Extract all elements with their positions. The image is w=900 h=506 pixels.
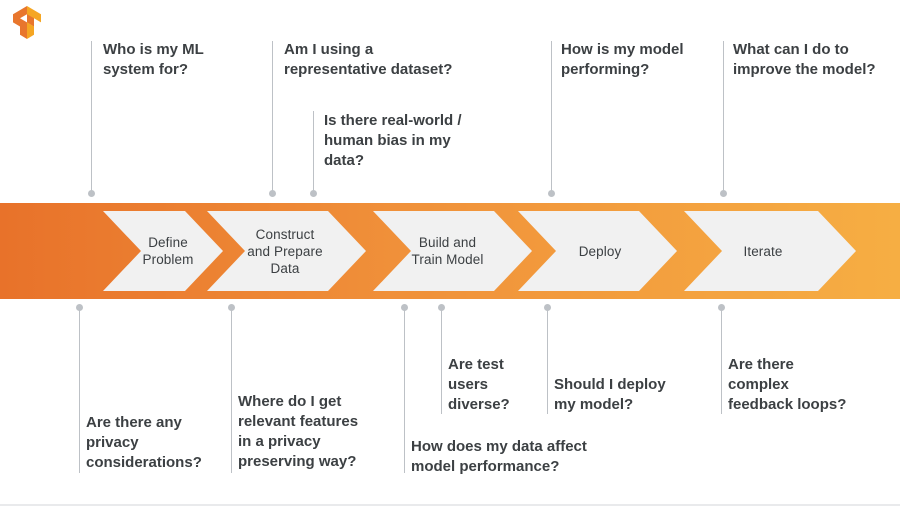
connector-dot-how-does-my-data-affect-model-performance [401,304,408,311]
connector-line-are-there-any-privacy-considerations [79,308,80,473]
connector-dot-should-i-deploy-my-model [544,304,551,311]
connector-dot-where-do-i-get-relevant-features [228,304,235,311]
callout-should-i-deploy-my-model: Should I deploy my model? [554,376,666,413]
connector-dot-how-is-my-model-performing [548,190,555,197]
connector-dot-are-there-any-privacy-considerations [76,304,83,311]
callout-is-there-real-world-human-bias: Is there real-world / human bias in my d… [324,112,462,169]
callout-who-is-my-ml-system-for: Who is my ML system for? [103,41,204,78]
ml-workflow-pipeline: Define Problem Construct and Prepare Dat… [0,203,900,299]
connector-dot-are-test-users-diverse [438,304,445,311]
tensorflow-logo [12,6,42,39]
callout-how-is-my-model-performing: How is my model performing? [561,41,684,78]
connector-line-am-i-using-a-representative-dataset [272,41,273,193]
connector-dot-what-can-i-do-to-improve-the-model [720,190,727,197]
callout-are-test-users-diverse: Are test users diverse? [448,356,510,413]
connector-line-are-there-complex-feedback-loops [721,308,722,414]
connector-line-how-does-my-data-affect-model-performance [404,308,405,473]
connector-line-is-there-real-world-human-bias [313,111,314,193]
connector-dot-are-there-complex-feedback-loops [718,304,725,311]
callout-where-do-i-get-relevant-features: Where do I get relevant features in a pr… [238,393,359,470]
callout-am-i-using-a-representative-dataset: Am I using a representative dataset? [284,41,453,78]
stage-label-define-problem: Define Problem [142,235,194,267]
callout-are-there-complex-feedback-loops: Are there complex feedback loops? [728,356,847,413]
callout-what-can-i-do-to-improve-the-model: What can I do to improve the model? [733,41,876,78]
callout-are-there-any-privacy-considerations: Are there any privacy considerations? [86,414,202,471]
stage-label-deploy: Deploy [578,244,622,259]
connector-line-what-can-i-do-to-improve-the-model [723,41,724,193]
connector-line-are-test-users-diverse [441,308,442,414]
connector-line-where-do-i-get-relevant-features [231,308,232,473]
connector-dot-am-i-using-a-representative-dataset [269,190,276,197]
stage-label-iterate: Iterate [743,244,783,259]
connector-dot-who-is-my-ml-system-for [88,190,95,197]
connector-line-how-is-my-model-performing [551,41,552,193]
stage-label-construct-prepare-data: Construct and Prepare Data [247,227,323,276]
connector-line-who-is-my-ml-system-for [91,41,92,193]
connector-dot-is-there-real-world-human-bias [310,190,317,197]
slide-bottom-rule [0,504,900,506]
connector-line-should-i-deploy-my-model [547,308,548,414]
stage-label-build-train-model: Build and Train Model [411,235,484,267]
callout-how-does-my-data-affect-model-performance: How does my data affect model performanc… [411,438,587,475]
